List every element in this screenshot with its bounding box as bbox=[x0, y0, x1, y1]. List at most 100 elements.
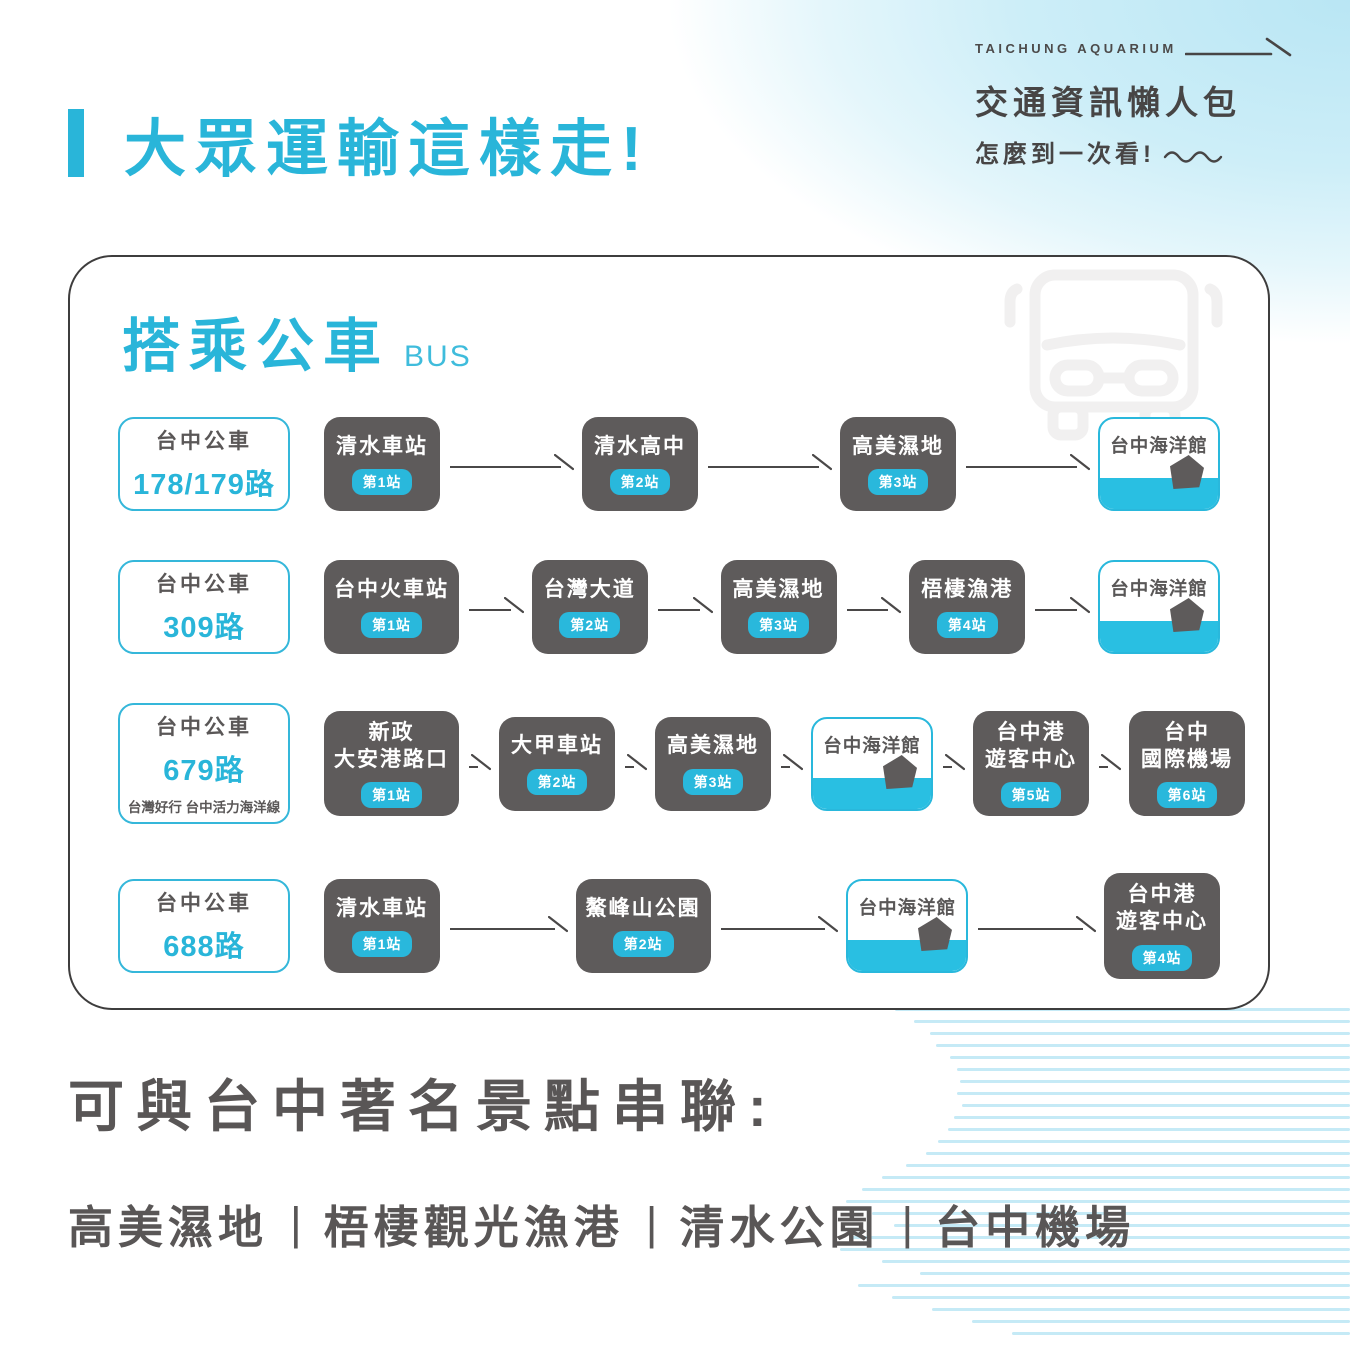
attractions-list: 高美濕地|梧棲觀光漁港|清水公園|台中機場 bbox=[68, 1191, 1135, 1256]
decorative-stripe bbox=[938, 1140, 1350, 1143]
bus-route-row: 台中公車 688路 清水車站第1站 鰲峰山公園第2站 台中海洋館 台中港 遊客中心第4站 bbox=[118, 873, 1221, 979]
bus-stop-name: 梧棲漁港 bbox=[921, 577, 1014, 601]
aquarium-stop: 台中海洋館 bbox=[846, 878, 969, 973]
aquarium-name: 台中海洋館 bbox=[1110, 578, 1208, 599]
attraction-item: 梧棲觀光漁港 bbox=[323, 1202, 624, 1253]
decorative-stripe bbox=[926, 1152, 1350, 1155]
attraction-item: 高美濕地 bbox=[68, 1202, 269, 1253]
decorative-stripe bbox=[954, 1116, 1350, 1119]
bus-stop: 清水高中第2站 bbox=[582, 417, 698, 511]
route-arrow bbox=[941, 749, 965, 779]
decorative-stripe bbox=[840, 1248, 1350, 1251]
decorative-stripe bbox=[960, 1080, 1350, 1083]
route-number: 688路 bbox=[163, 930, 245, 963]
route-arrow bbox=[448, 911, 568, 941]
decorative-stripe bbox=[846, 1200, 1350, 1203]
aquarium-name: 台中海洋館 bbox=[858, 896, 957, 918]
route-arrow bbox=[976, 911, 1097, 941]
stop-number-badge: 第4站 bbox=[936, 612, 998, 639]
decorative-stripe bbox=[972, 1320, 1350, 1323]
decorative-stripe bbox=[950, 1056, 1350, 1059]
stop-number-badge: 第3站 bbox=[867, 469, 929, 496]
decorative-stripe bbox=[932, 1308, 1350, 1311]
route-number: 679路 bbox=[163, 755, 245, 787]
stop-number-badge: 第1站 bbox=[361, 612, 422, 639]
bus-stop: 台中港 遊客中心第4站 bbox=[1104, 873, 1221, 979]
bus-stop: 台中港 遊客中心第5站 bbox=[973, 710, 1089, 817]
route-arrow bbox=[845, 592, 902, 622]
route-stops: 台中火車站第1站台灣大道第2站高美濕地第3站梧棲漁港第4站台中海洋館 bbox=[324, 560, 1220, 654]
spot-divider: | bbox=[901, 1197, 914, 1249]
decorative-stripe bbox=[906, 1164, 1350, 1167]
bus-stop-name: 台灣大道 bbox=[543, 577, 636, 601]
route-arrow bbox=[623, 749, 647, 779]
bus-stop-name: 高美濕地 bbox=[852, 434, 944, 458]
stop-number-badge: 第2站 bbox=[612, 930, 674, 957]
bus-stop-name: 大甲車站 bbox=[511, 734, 603, 758]
bus-stop: 台中 國際機場第6站 bbox=[1129, 710, 1245, 817]
decorative-stripe bbox=[962, 1104, 1350, 1107]
route-operator: 台中公車 bbox=[156, 716, 252, 739]
spot-divider: | bbox=[645, 1197, 658, 1249]
route-number: 178/179路 bbox=[133, 469, 275, 501]
bus-stop-name: 清水高中 bbox=[594, 434, 686, 458]
decorative-stripe bbox=[852, 1236, 1350, 1239]
card-title-block: 搭乘公車 BUS bbox=[122, 299, 1220, 383]
route-arrow bbox=[467, 592, 524, 622]
stop-number-badge: 第1站 bbox=[351, 469, 413, 496]
route-arrow bbox=[706, 449, 832, 479]
aquarium-name: 台中海洋館 bbox=[823, 734, 921, 756]
aquarium-stop: 台中海洋館 bbox=[1098, 560, 1220, 654]
aquarium-rock-icon bbox=[1170, 455, 1204, 489]
page-header: 大眾運輸這樣走! bbox=[68, 98, 651, 188]
route-arrow bbox=[448, 449, 574, 479]
stop-number-badge: 第1站 bbox=[361, 782, 422, 809]
title-accent-bar bbox=[68, 109, 84, 177]
decorative-stripe bbox=[858, 1284, 1350, 1287]
decorative-stripe bbox=[930, 1032, 1350, 1035]
decorative-stripe bbox=[882, 1176, 1350, 1179]
stop-number-badge: 第2站 bbox=[559, 612, 621, 639]
decorative-stripe bbox=[957, 1068, 1350, 1071]
stop-number-badge: 第3站 bbox=[682, 768, 744, 795]
bus-stop: 梧棲漁港第4站 bbox=[909, 560, 1026, 654]
bus-stop-name: 高美濕地 bbox=[667, 734, 759, 758]
aquarium-rock-icon bbox=[918, 916, 953, 951]
decorative-stripe bbox=[957, 1092, 1350, 1095]
decorative-stripe bbox=[936, 1044, 1350, 1047]
squiggle-icon bbox=[1163, 150, 1223, 163]
stop-number-badge: 第5站 bbox=[1000, 782, 1062, 809]
bus-stop-name: 鰲峰山公園 bbox=[585, 896, 701, 920]
stop-number-badge: 第4站 bbox=[1131, 944, 1193, 971]
bus-stop-name: 台中火車站 bbox=[334, 577, 449, 601]
decorative-stripe bbox=[892, 1296, 1350, 1299]
brand-headline: 交通資訊懶人包 bbox=[975, 84, 1241, 121]
route-arrow bbox=[719, 911, 839, 941]
arrow-right-icon bbox=[1184, 37, 1292, 57]
bus-stop: 清水車站第1站 bbox=[324, 878, 440, 973]
bus-stop: 清水車站第1站 bbox=[324, 417, 440, 511]
bus-stop: 台中火車站第1站 bbox=[324, 560, 459, 654]
bus-stop: 高美濕地第3站 bbox=[655, 716, 771, 811]
bus-stop-name: 新政 大安港路口 bbox=[334, 720, 449, 771]
card-title-en: BUS bbox=[404, 340, 472, 373]
route-operator: 台中公車 bbox=[156, 891, 252, 915]
decorative-stripe bbox=[1012, 1332, 1350, 1335]
decorative-stripe bbox=[920, 1272, 1350, 1275]
route-arrow bbox=[779, 749, 803, 779]
stop-number-badge: 第6站 bbox=[1156, 782, 1218, 809]
route-arrow bbox=[964, 449, 1090, 479]
bus-stop: 台灣大道第2站 bbox=[531, 560, 648, 654]
route-arrow bbox=[1033, 592, 1090, 622]
card-title: 搭乘公車 bbox=[122, 314, 391, 379]
route-arrow bbox=[656, 592, 713, 622]
stop-number-badge: 第1站 bbox=[351, 930, 413, 957]
attractions-heading: 可與台中著名景點串聯: bbox=[68, 1075, 779, 1138]
